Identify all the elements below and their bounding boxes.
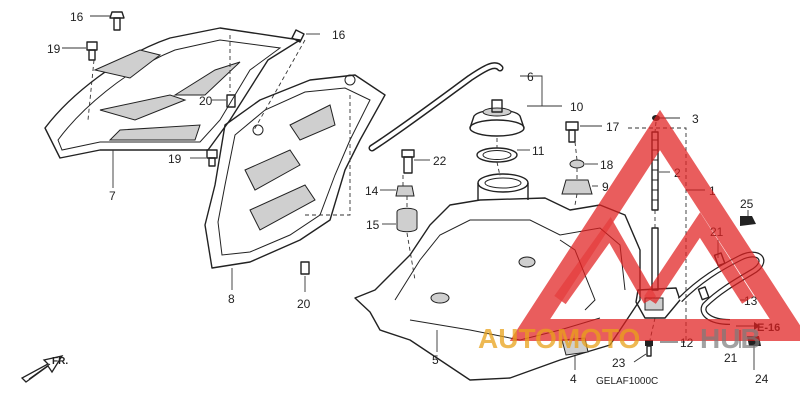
watermark-word-hub: HUB <box>700 323 761 354</box>
watermark-logo-icon <box>509 109 800 341</box>
callout-6: 6 <box>527 70 534 84</box>
callout-9: 9 <box>602 180 609 194</box>
callout-3: 3 <box>692 112 699 126</box>
callout-15: 15 <box>366 218 380 232</box>
fuel-cap <box>469 99 525 137</box>
callout-8: 8 <box>228 292 235 306</box>
callout-19a: 19 <box>47 42 61 56</box>
callout-20a: 20 <box>199 94 213 108</box>
breather-hose <box>368 62 504 152</box>
callout-24: 24 <box>755 372 769 386</box>
callout-20b: 20 <box>297 297 311 311</box>
callout-16a: 16 <box>70 10 84 24</box>
shroud-panel-right <box>204 74 386 269</box>
drawing-code: GELAF1000C <box>596 376 658 387</box>
hardware <box>86 11 761 357</box>
callout-10: 10 <box>570 100 584 114</box>
callout-4: 4 <box>570 372 577 386</box>
callout-22: 22 <box>433 154 447 168</box>
callout-18: 18 <box>600 158 614 172</box>
callout-19b: 19 <box>168 152 182 166</box>
callout-11: 11 <box>532 144 545 158</box>
callout-5: 5 <box>432 353 439 367</box>
watermark-word-automoto: AUTOMOTO <box>478 323 640 354</box>
callout-17: 17 <box>606 120 620 134</box>
watermark-text: AUTOMOTO HUB <box>478 323 761 354</box>
callout-21b: 21 <box>724 351 738 365</box>
front-arrow-icon: FR. <box>20 355 68 383</box>
shroud-panel-left <box>44 27 301 159</box>
callout-25: 25 <box>740 197 754 211</box>
callout-16b: 16 <box>332 28 346 42</box>
cap-gasket <box>476 147 518 163</box>
callout-7: 7 <box>109 189 116 203</box>
front-direction-label: FR. <box>52 356 68 367</box>
callout-14: 14 <box>365 184 379 198</box>
callout-23: 23 <box>612 356 626 370</box>
